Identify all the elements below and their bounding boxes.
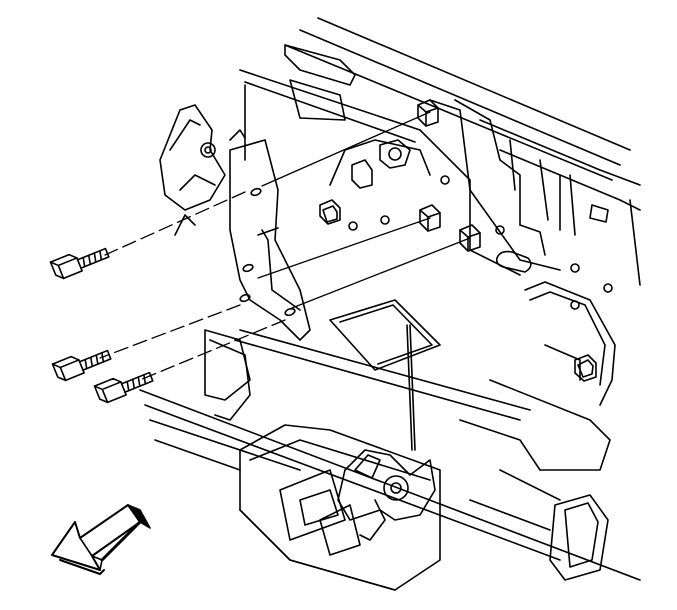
bolts [49,247,154,404]
bolt [93,371,154,404]
nuts [319,99,597,382]
vehicle-body-panel [239,17,641,371]
nut [574,354,597,382]
bolt [49,247,110,280]
mounting-bracket [209,139,311,421]
nut [351,139,411,189]
lower-structure [139,281,641,591]
latch-assembly [319,449,436,556]
hood-release-lever [159,104,246,236]
bolt [51,349,112,382]
front-direction-arrow-icon [51,504,151,575]
nut [319,199,341,225]
alignment-lines [99,111,471,381]
